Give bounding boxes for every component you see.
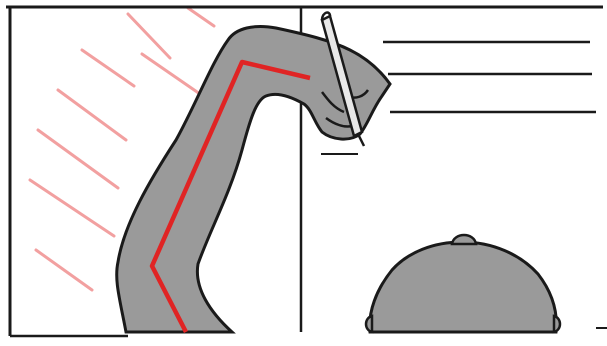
hatch-line bbox=[34, 248, 94, 292]
finger-contour bbox=[325, 116, 353, 128]
hatch-line bbox=[36, 128, 120, 190]
hatch-line bbox=[126, 12, 172, 60]
hair-tuft bbox=[450, 233, 478, 246]
pen bbox=[320, 11, 366, 147]
right-ear bbox=[552, 314, 562, 334]
hatch-line bbox=[80, 48, 136, 88]
paper-lines bbox=[383, 40, 596, 114]
hatch-line bbox=[186, 6, 216, 28]
pen-body bbox=[320, 14, 364, 138]
finger-contour bbox=[321, 91, 345, 114]
hatch-line bbox=[28, 178, 116, 238]
pen-cap-top bbox=[320, 11, 332, 21]
arm-shape bbox=[115, 25, 392, 334]
left-ear bbox=[364, 314, 374, 334]
head-shape bbox=[368, 240, 558, 334]
arm-alignment-line bbox=[149, 59, 311, 334]
pen-tip bbox=[356, 133, 366, 147]
hatch-line bbox=[140, 52, 202, 96]
hatch-line bbox=[56, 88, 128, 142]
shade-hatching bbox=[28, 6, 216, 292]
